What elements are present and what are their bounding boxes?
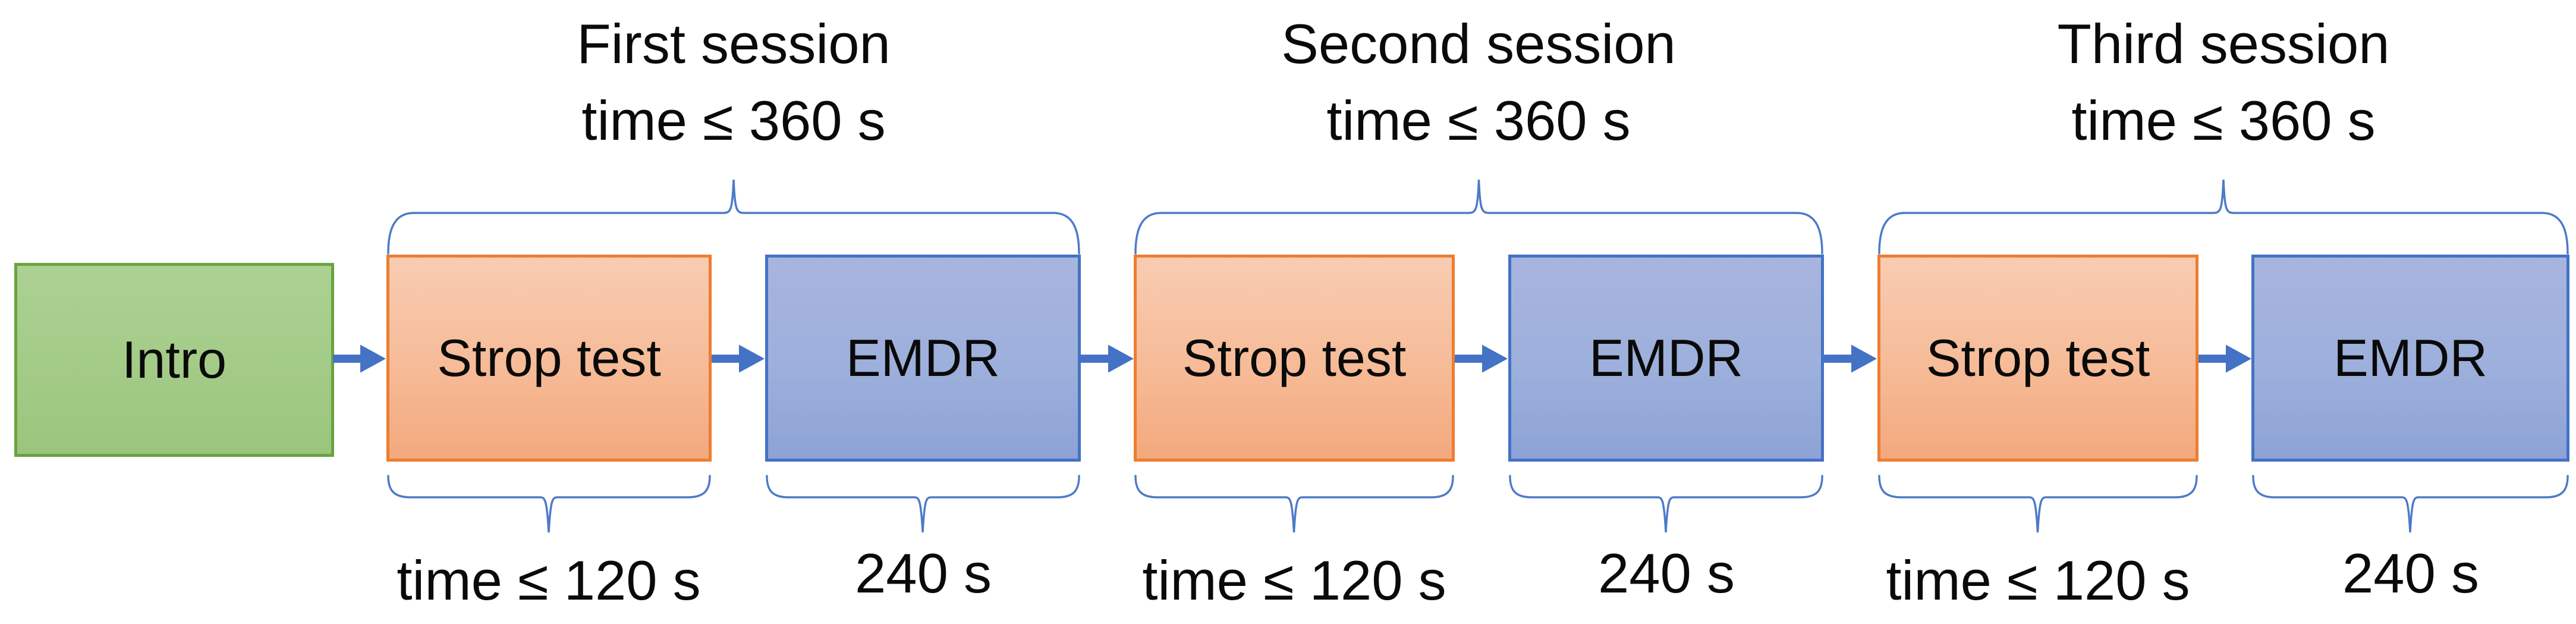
flow-arrow-icon [712, 342, 765, 375]
session-2-brace-icon [1134, 177, 1824, 255]
session-2-name: Second session [1281, 12, 1676, 75]
session-3-stroop-label: Strop test [1926, 328, 2150, 387]
session-2-limit: time ≤ 360 s [1326, 89, 1631, 152]
session-2-emdr-label: EMDR [1589, 328, 1744, 387]
session-3-emdr-box: EMDR [2251, 255, 2569, 462]
session-1-emdr-time: 240 s [855, 542, 992, 604]
session-2-emdr-brace-icon [1508, 475, 1824, 535]
session-1-emdr-box: EMDR [765, 255, 1081, 462]
session-3-brace-icon [1877, 177, 2569, 255]
session-3-name: Third session [2057, 12, 2390, 75]
flow-arrow-icon [1081, 342, 1134, 375]
session-1-limit: time ≤ 360 s [581, 89, 886, 152]
session-3-title: Third session time ≤ 360 s [1867, 6, 2576, 159]
session-3-stroop-brace-icon [1877, 475, 2198, 535]
session-1-title: First session time ≤ 360 s [377, 6, 1090, 159]
flow-arrow-icon [1824, 342, 1877, 375]
session-3-stroop-time: time ≤ 120 s [1886, 549, 2190, 612]
session-1-emdr-label: EMDR [845, 328, 1001, 387]
session-2-title: Second session time ≤ 360 s [1122, 6, 1835, 159]
session-3-stroop-box: Strop test [1877, 255, 2198, 462]
flow-arrow-icon [2198, 342, 2252, 375]
session-2-stroop-box: Strop test [1134, 255, 1455, 462]
session-2-emdr-box: EMDR [1508, 255, 1824, 462]
session-2-stroop-time: time ≤ 120 s [1142, 549, 1446, 612]
intro-label: Intro [121, 330, 227, 389]
session-1-stroop-time: time ≤ 120 s [397, 549, 701, 612]
intro-box: Intro [14, 263, 334, 457]
session-3-emdr-label: EMDR [2333, 328, 2488, 387]
session-2-emdr-time: 240 s [1598, 542, 1735, 604]
session-2-stroop-label: Strop test [1182, 328, 1407, 387]
flow-arrow-icon [333, 342, 386, 375]
session-1-emdr-brace-icon [765, 475, 1081, 535]
session-3-limit: time ≤ 360 s [2071, 89, 2376, 152]
session-1-stroop-brace-icon [386, 475, 712, 535]
session-1-name: First session [577, 12, 891, 75]
session-1-brace-icon [386, 177, 1081, 255]
session-3-emdr-time: 240 s [2342, 542, 2479, 604]
flow-arrow-icon [1455, 342, 1508, 375]
session-1-stroop-box: Strop test [386, 255, 712, 462]
session-1-stroop-label: Strop test [437, 328, 661, 387]
session-3-emdr-brace-icon [2251, 475, 2569, 535]
session-2-stroop-brace-icon [1134, 475, 1455, 535]
